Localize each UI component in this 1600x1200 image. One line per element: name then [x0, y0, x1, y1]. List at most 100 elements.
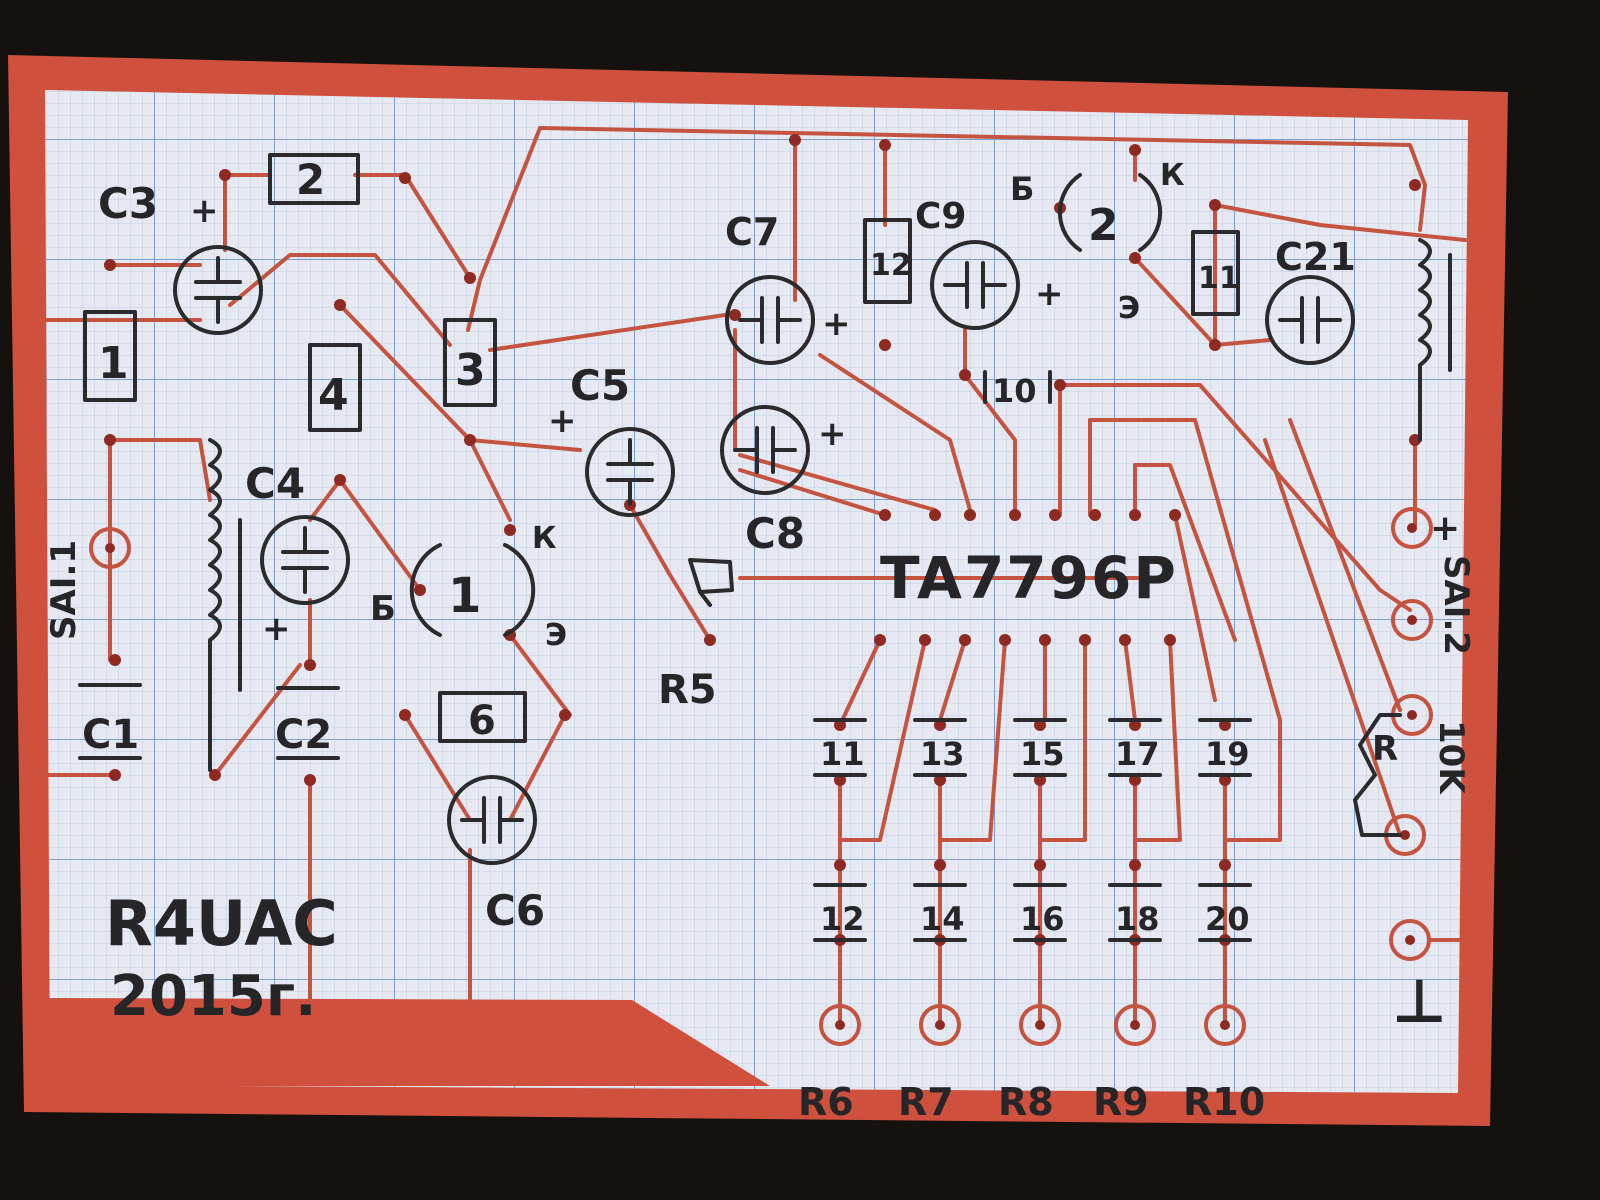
label-c9: C9 — [915, 196, 966, 237]
filter-capacitor-11: 11 — [813, 718, 867, 777]
resistor-1: 1 — [83, 310, 137, 402]
svg-text:19: 19 — [1205, 735, 1250, 773]
svg-text:Б: Б — [1010, 170, 1034, 208]
transistor-2: 2 Б К Э — [1010, 158, 1185, 326]
svg-text:К: К — [1160, 158, 1185, 193]
plus-sai2: + — [1430, 508, 1460, 549]
pad — [919, 1004, 961, 1046]
capacitor-c2: C2 — [275, 686, 340, 760]
svg-text:10: 10 — [992, 372, 1037, 410]
resistor-3: 3 — [443, 318, 497, 407]
capacitor-c8-body: + — [720, 405, 847, 495]
capacitor-c1: C1 — [78, 683, 142, 760]
capacitor-c9-body: + — [930, 240, 1064, 330]
pad — [1204, 1004, 1246, 1046]
output-label-R10: R10 — [1183, 1080, 1265, 1124]
inductor-coil-left — [208, 438, 242, 772]
pad — [1391, 507, 1433, 549]
filter-capacitor-17: 17 — [1108, 718, 1162, 777]
svg-text:R5: R5 — [658, 667, 717, 713]
output-label-R6: R6 — [798, 1080, 854, 1124]
ground-symbol: ⊥ — [1392, 967, 1447, 1037]
pot-resistor-zigzag — [1353, 713, 1402, 837]
chip-label: TA7796P — [880, 544, 1178, 612]
svg-text:2: 2 — [296, 155, 325, 204]
svg-text:Э: Э — [545, 618, 567, 653]
plus-sign: + — [262, 609, 291, 649]
svg-text:11: 11 — [1198, 261, 1240, 296]
svg-text:12: 12 — [870, 248, 912, 283]
connector-pads — [89, 507, 1433, 1046]
capacitor-c6-body — [447, 775, 537, 865]
label-c5: C5 — [570, 361, 630, 410]
grid-lines — [45, 90, 1468, 1093]
resistor-2: 2 — [268, 153, 360, 205]
svg-text:3: 3 — [455, 345, 486, 396]
filter-capacitor-16: 16 — [1013, 883, 1067, 942]
plus-sign: + — [818, 414, 847, 454]
filter-capacitor-14: 14 — [913, 883, 967, 942]
filter-capacitor-13: 13 — [913, 718, 967, 777]
plus-sign: + — [548, 401, 577, 441]
svg-text:C2: C2 — [275, 712, 332, 758]
resistor-12: 12 — [863, 218, 912, 304]
pad — [819, 1004, 861, 1046]
label-c6: C6 — [485, 886, 545, 935]
ground-plane — [48, 998, 770, 1086]
svg-text:2: 2 — [1088, 200, 1119, 251]
svg-text:1: 1 — [448, 568, 481, 624]
plus-sign: + — [1035, 274, 1064, 314]
svg-text:C1: C1 — [82, 712, 139, 758]
label-c4: C4 — [245, 459, 305, 508]
svg-text:6: 6 — [468, 698, 496, 744]
electrolytic-capacitors: + + + + + + — [173, 191, 1355, 865]
resistor-6: 6 — [438, 691, 527, 744]
label-c3: C3 — [98, 179, 158, 228]
svg-text:20: 20 — [1205, 900, 1250, 938]
output-label-R9: R9 — [1093, 1080, 1149, 1124]
svg-text:К: К — [532, 521, 557, 556]
capacitor-c7-body: + — [725, 275, 851, 365]
plus-sign: + — [190, 191, 219, 231]
svg-text:14: 14 — [920, 900, 965, 938]
label-sai2: SAI.2 — [1436, 555, 1476, 655]
capacitor-c5-body: + — [548, 401, 675, 517]
resistor-4: 4 — [308, 343, 362, 432]
filter-capacitor-19: 19 — [1198, 718, 1252, 777]
svg-text:18: 18 — [1115, 900, 1160, 938]
filter-capacitor-18: 18 — [1108, 883, 1162, 942]
resistor-11: 11 — [1191, 230, 1240, 316]
pad — [1391, 599, 1433, 641]
transistor-1: 1 Б К Э — [370, 521, 567, 653]
svg-text:4: 4 — [318, 370, 349, 421]
plus-sign: + — [822, 304, 851, 344]
trimmer-r5: R5 — [658, 558, 734, 713]
label-c7: C7 — [725, 210, 779, 254]
pad — [89, 527, 131, 569]
svg-text:12: 12 — [820, 900, 865, 938]
inductor-coil-right — [1418, 238, 1452, 442]
svg-text:15: 15 — [1020, 735, 1065, 773]
svg-text:1: 1 — [98, 338, 129, 389]
capacitor-c3-body: + — [173, 191, 263, 335]
pad — [1114, 1004, 1156, 1046]
filter-capacitor-20: 20 — [1198, 883, 1252, 942]
author-year: 2015г. — [110, 964, 316, 1029]
resistor-10: 10 — [983, 370, 1052, 410]
svg-text:13: 13 — [920, 735, 965, 773]
svg-text:17: 17 — [1115, 735, 1160, 773]
filter-capacitor-15: 15 — [1013, 718, 1067, 777]
capacitor-c4-body: + — [260, 515, 350, 649]
pad — [1389, 919, 1431, 961]
output-label-R7: R7 — [898, 1080, 954, 1124]
copper-traces — [43, 126, 1467, 1022]
output-label-R8: R8 — [998, 1080, 1054, 1124]
label-pot-r: R — [1372, 729, 1398, 769]
label-pot-value: 10K — [1431, 720, 1471, 795]
capacitor-c21-body — [1265, 275, 1355, 365]
author-callsign: R4UAC — [105, 887, 338, 960]
filter-capacitor-12: 12 — [813, 883, 867, 942]
pad — [1019, 1004, 1061, 1046]
label-c8: C8 — [745, 509, 805, 558]
